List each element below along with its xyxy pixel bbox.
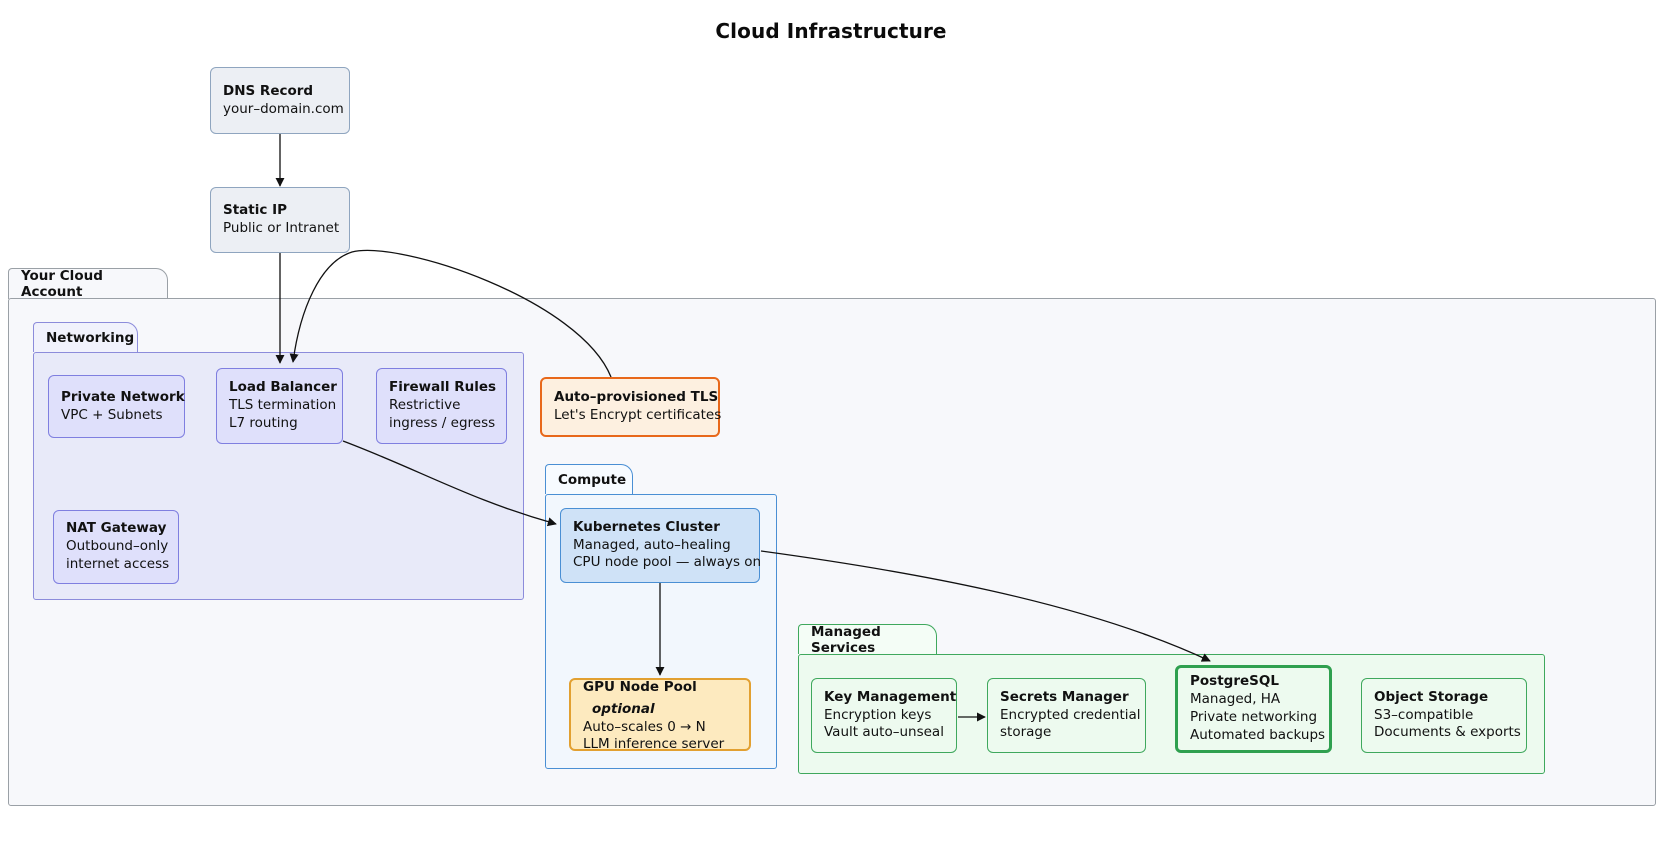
node-postgresql[interactable]: PostgreSQL Managed, HA Private networkin… [1175,665,1332,753]
node-kubernetes-cluster[interactable]: Kubernetes Cluster Managed, auto–healing… [560,508,762,583]
node-title-key-management: Key Management [824,688,957,705]
cluster-label-compute: Compute [558,471,627,488]
node-key-management[interactable]: Key Management Encryption keys Vault aut… [811,678,957,753]
node-line-postgresql-2: Automated backups [1190,726,1326,743]
node-line-postgresql-1: Private networking [1190,709,1318,725]
node-line-secrets-manager-0: Encrypted credential [1000,706,1141,723]
node-secrets-manager[interactable]: Secrets Manager Encrypted credential sto… [987,678,1146,753]
node-load-balancer[interactable]: Load Balancer TLS termination L7 routing [216,368,343,444]
node-title-secrets-manager: Secrets Manager [1000,688,1129,705]
node-line-object-storage-1: Documents & exports [1374,724,1521,741]
node-static-ip[interactable]: Static IP Public or Intranet [210,187,350,253]
node-line-kubernetes-cluster-1: CPU node pool — always on [573,554,762,571]
cluster-label-managed-services: Managed Services [811,623,881,656]
node-line-postgresql-0: Managed, HA [1190,691,1281,708]
node-object-storage[interactable]: Object Storage S3–compatible Documents &… [1361,678,1527,753]
node-nat-gateway[interactable]: NAT Gateway Outbound–only internet acces… [53,510,179,584]
node-line-firewall-rules-1: ingress / egress [389,414,496,431]
node-title-row-gpu-node-pool: GPU Node Pool optional [583,675,737,719]
node-line-object-storage-0: S3–compatible [1374,706,1474,723]
node-private-network[interactable]: Private Network VPC + Subnets [48,375,185,438]
node-line-dns-record-0: your–domain.com [223,100,344,117]
node-line-nat-gateway-1: internet access [66,555,170,572]
node-title-private-network: Private Network [61,388,185,405]
node-title-object-storage: Object Storage [1374,688,1489,705]
node-line-firewall-rules-0: Restrictive [389,397,461,414]
node-title-kubernetes-cluster: Kubernetes Cluster [573,518,720,535]
node-title-nat-gateway: NAT Gateway [66,520,167,537]
node-title-static-ip: Static IP [223,202,287,219]
cluster-tab-compute: Compute [545,464,633,494]
cluster-label-your-cloud-account: Your Cloud Account [21,268,103,300]
page-title: Cloud Infrastructure [715,19,947,43]
node-badge-gpu-node-pool-optional: optional [592,700,655,717]
cluster-tab-your-cloud-account: Your Cloud Account [8,268,168,300]
node-title-firewall-rules: Firewall Rules [389,379,497,396]
node-line-key-management-0: Encryption keys [824,706,932,723]
node-line-auto-provisioned-tls-0: Let's Encrypt certificates [554,407,722,423]
cluster-label-networking: Networking [46,329,135,346]
cluster-tab-networking: Networking [33,322,138,352]
node-line-secrets-manager-1: storage [1000,724,1052,741]
node-line-static-ip-0: Public or Intranet [223,220,340,236]
node-line-load-balancer-1: L7 routing [229,414,298,431]
node-title-load-balancer: Load Balancer [229,379,337,396]
node-title-gpu-node-pool: GPU Node Pool [583,678,697,695]
node-line-nat-gateway-0: Outbound–only [66,538,169,555]
node-title-postgresql: PostgreSQL [1190,673,1279,690]
node-line-key-management-1: Vault auto–unseal [824,724,944,741]
node-gpu-node-pool[interactable]: GPU Node Pool optional Auto–scales 0 → N… [569,675,751,753]
node-auto-provisioned-tls[interactable]: Auto–provisioned TLS Let's Encrypt certi… [540,377,722,437]
cluster-tab-managed-services: Managed Services [798,623,937,656]
node-line-gpu-node-pool-1: LLM inference server [583,736,725,753]
node-line-gpu-node-pool-0: Auto–scales 0 → N [583,718,706,735]
node-title-dns-record: DNS Record [223,82,314,99]
node-title-auto-provisioned-tls: Auto–provisioned TLS [554,389,719,406]
node-firewall-rules[interactable]: Firewall Rules Restrictive ingress / egr… [376,368,507,444]
node-line-load-balancer-0: TLS termination [229,397,337,414]
node-line-kubernetes-cluster-0: Managed, auto–healing [573,536,731,553]
node-line-private-network-0: VPC + Subnets [61,406,163,423]
node-dns-record[interactable]: DNS Record your–domain.com [210,67,350,134]
